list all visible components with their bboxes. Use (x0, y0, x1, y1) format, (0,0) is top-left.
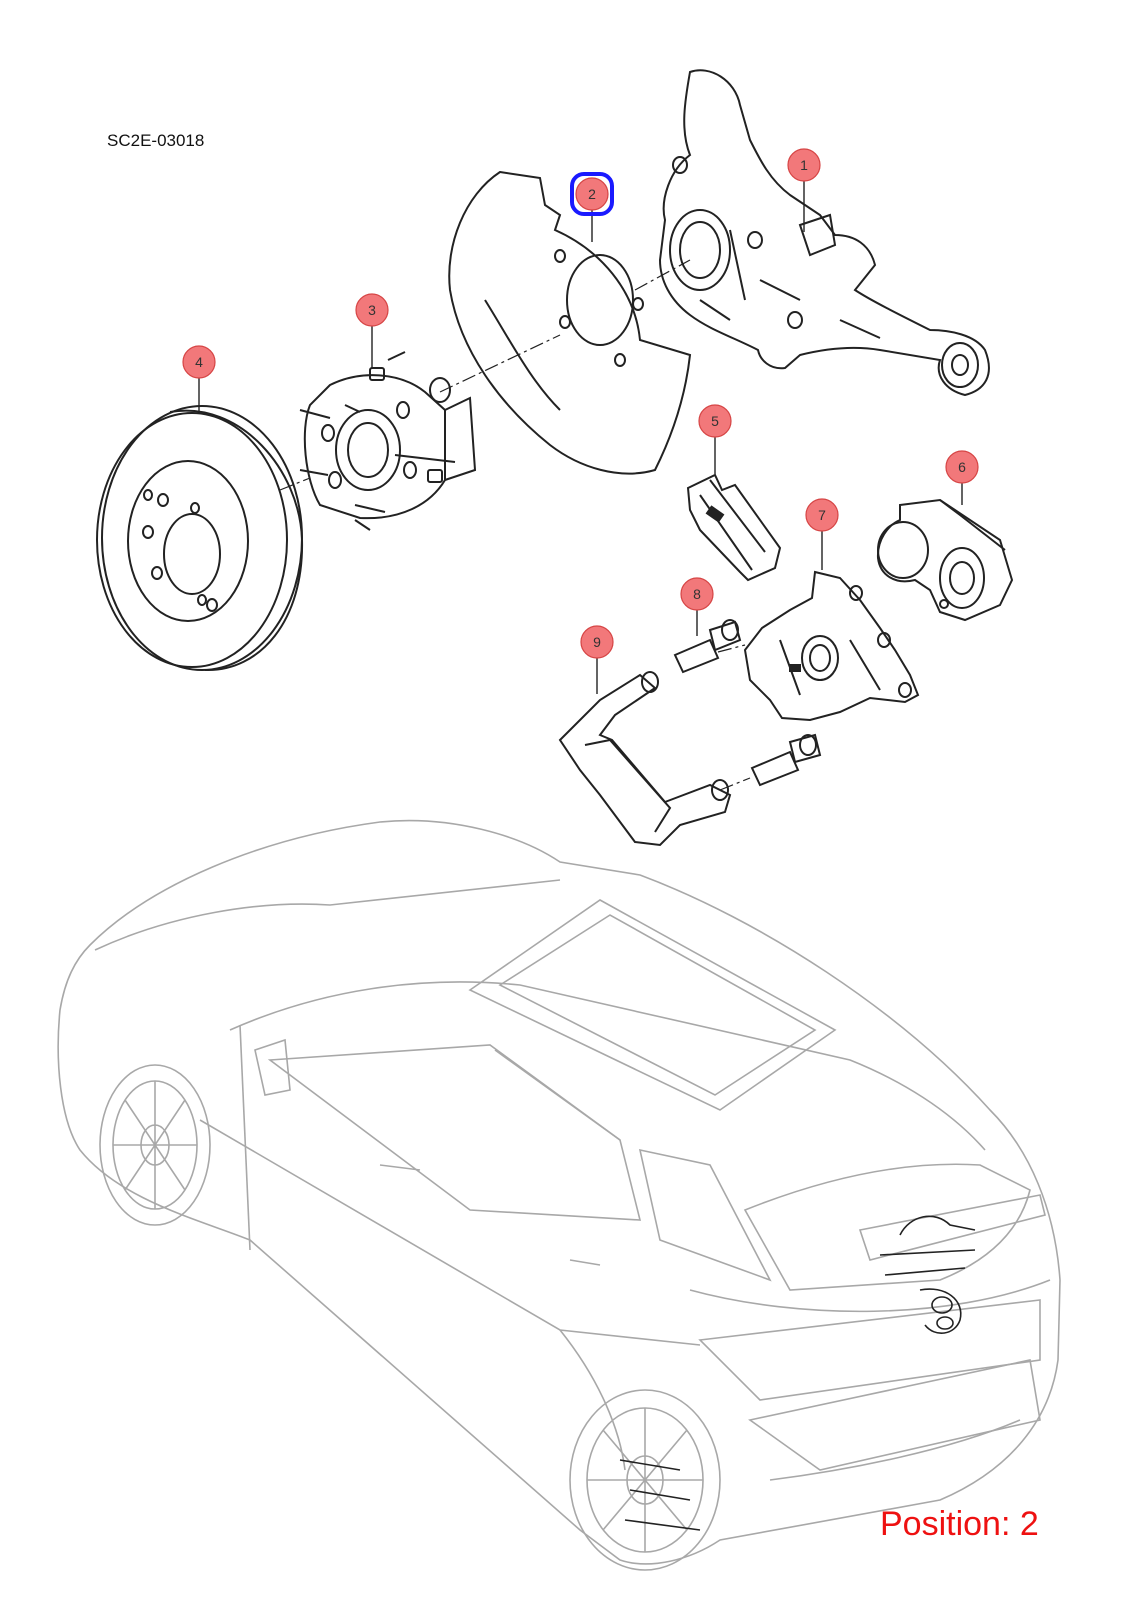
callout-6-caliper-motor[interactable]: 6 (945, 450, 979, 505)
callout-8-guide-pin-upper[interactable]: 8 (680, 577, 714, 636)
callout-7-caliper-body[interactable]: 7 (805, 498, 839, 570)
guide-pins-drawing (675, 620, 820, 785)
callout-number: 2 (588, 186, 596, 202)
callout-bubble[interactable] (945, 450, 979, 484)
callout-number: 4 (195, 354, 203, 370)
callout-bubble[interactable] (698, 404, 732, 438)
hub-bearing-drawing (300, 352, 475, 530)
steering-knuckle-drawing (660, 70, 989, 395)
caliper-bracket-drawing (560, 672, 730, 845)
callout-bubble[interactable] (575, 177, 609, 211)
selected-callout-highlight (570, 172, 614, 216)
callout-bubble[interactable] (680, 577, 714, 611)
vehicle-outline (57, 819, 1061, 1571)
callout-bubble[interactable] (182, 345, 216, 379)
callout-layer: 1 2 3 4 5 6 7 8 9 (182, 148, 979, 694)
diagram-code: SC2E-03018 (107, 131, 205, 150)
callout-bubble[interactable] (787, 148, 821, 182)
callout-bubble[interactable] (580, 625, 614, 659)
vehicle-location-marker (619, 1215, 976, 1531)
brake-pad-drawing (688, 475, 780, 580)
caliper-body-drawing (745, 572, 918, 720)
callout-bubble[interactable] (355, 293, 389, 327)
callout-number: 9 (593, 634, 601, 650)
dust-shield-drawing (449, 172, 690, 474)
callout-2-dust-shield[interactable]: 2 (570, 172, 614, 242)
position-readout: Position: 2 (880, 1505, 1039, 1543)
callout-number: 8 (693, 586, 701, 602)
callout-3-hub-bearing[interactable]: 3 (355, 293, 389, 368)
callout-number: 7 (818, 507, 826, 523)
callout-bubble[interactable] (805, 498, 839, 532)
callout-9-caliper-bracket[interactable]: 9 (580, 625, 614, 694)
caliper-motor-drawing (878, 500, 1012, 620)
callout-number: 1 (800, 157, 808, 173)
callout-4-brake-disc[interactable]: 4 (182, 345, 216, 414)
callout-number: 6 (958, 459, 966, 475)
assembly-axes (279, 259, 751, 791)
brake-disc-drawing (97, 406, 302, 670)
callout-number: 3 (368, 302, 376, 318)
callout-number: 5 (711, 413, 719, 429)
callout-5-brake-pad[interactable]: 5 (698, 404, 732, 474)
callout-1-steering-knuckle[interactable]: 1 (787, 148, 821, 232)
